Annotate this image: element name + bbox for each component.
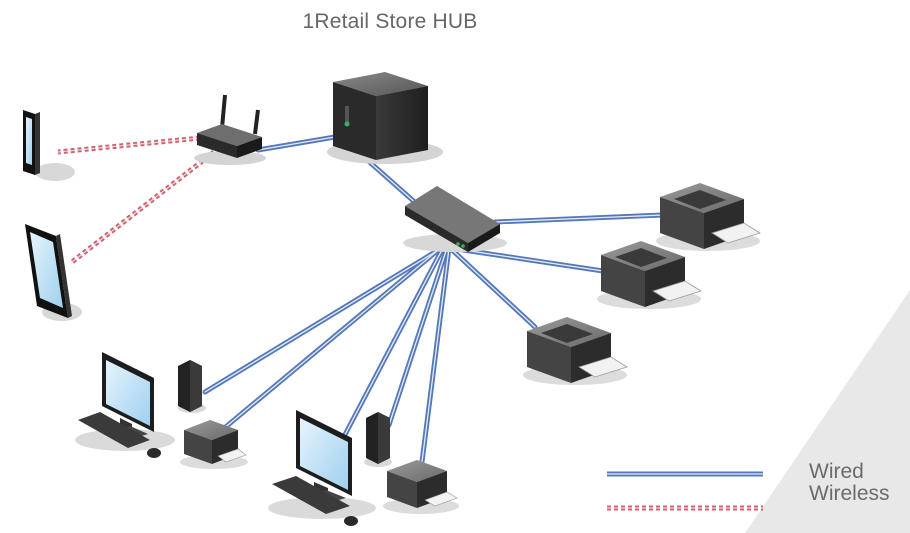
printer-icon [597,241,702,309]
desktop-computer-icon [75,352,175,458]
legend-wired-label: Wired [809,460,864,483]
card-terminal-icon [364,412,392,467]
corner-wedge-decoration [745,290,910,533]
diagram-title: 1Retail Store HUB [302,10,478,33]
wifi-router-icon [194,94,266,165]
card-terminal-icon [178,360,206,413]
legend-wireless-label: Wireless [809,482,890,505]
small-printer-icon [180,420,248,469]
wireless-link-router-tablet-2 [70,150,216,264]
tablet-icon [25,224,82,321]
small-printer-icon [383,460,459,514]
tablet-icon [23,110,75,181]
server-icon [327,72,443,164]
wireless-connections [57,135,216,264]
printer-icon [523,317,628,385]
wired-connections [202,134,666,465]
desktop-computer-icon [268,410,376,526]
network-switch-icon [403,186,507,252]
printer-icon [656,183,761,251]
